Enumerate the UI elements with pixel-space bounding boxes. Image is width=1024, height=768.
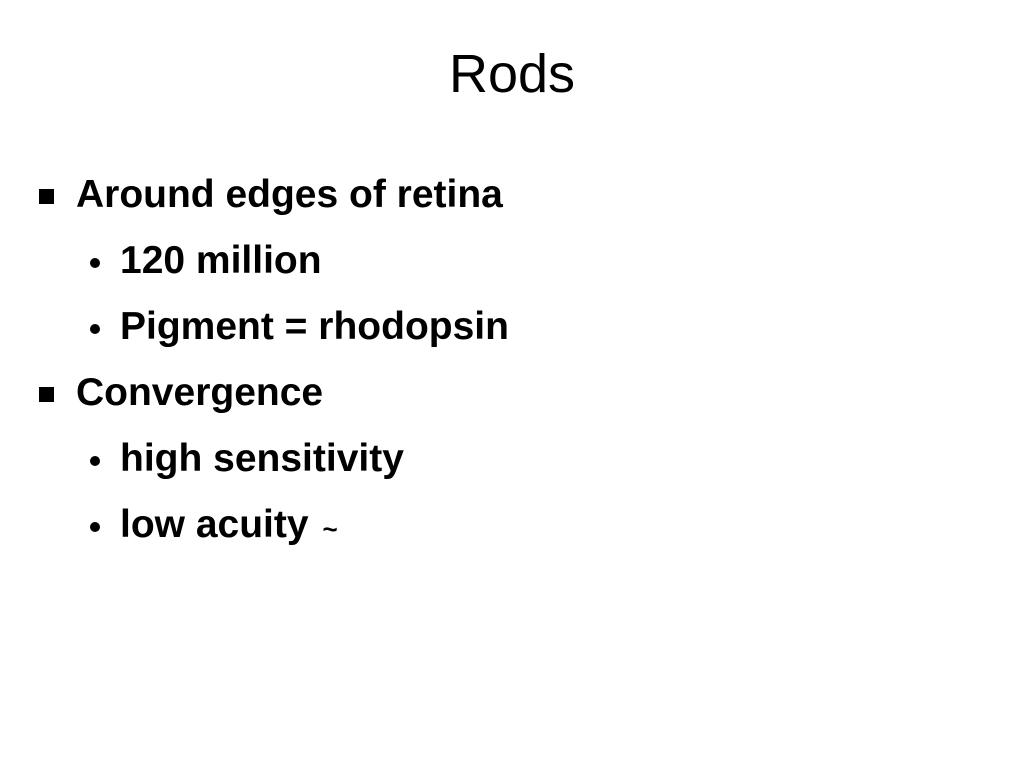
- sub-bullet-text: high sensitivity: [120, 437, 404, 480]
- sub-bullet-item: high sensitivity: [36, 426, 509, 492]
- bullet-item: Convergence: [36, 360, 509, 426]
- bullet-item: Around edges of retina: [36, 162, 509, 228]
- sub-bullet-text: Pigment = rhodopsin: [120, 305, 509, 348]
- bullet-list: Around edges of retina 120 million Pigme…: [36, 162, 509, 558]
- dot-bullet-icon: [90, 456, 100, 466]
- slide-title: Rods: [448, 44, 576, 104]
- sub-bullet-item: Pigment = rhodopsin: [36, 294, 509, 360]
- dot-bullet-icon: [90, 258, 100, 268]
- tilde-suffix: ~: [322, 513, 338, 544]
- bullet-text: Convergence: [76, 371, 324, 414]
- sub-bullet-text: low acuity: [120, 503, 309, 546]
- sub-bullet-item: low acuity ~: [36, 492, 509, 558]
- sub-bullet-item: 120 million: [36, 228, 509, 294]
- dot-bullet-icon: [90, 522, 100, 532]
- dot-bullet-icon: [90, 324, 100, 334]
- sub-bullet-text: 120 million: [120, 239, 322, 282]
- square-bullet-icon: [39, 387, 54, 402]
- bullet-text: Around edges of retina: [76, 173, 503, 216]
- square-bullet-icon: [39, 189, 54, 204]
